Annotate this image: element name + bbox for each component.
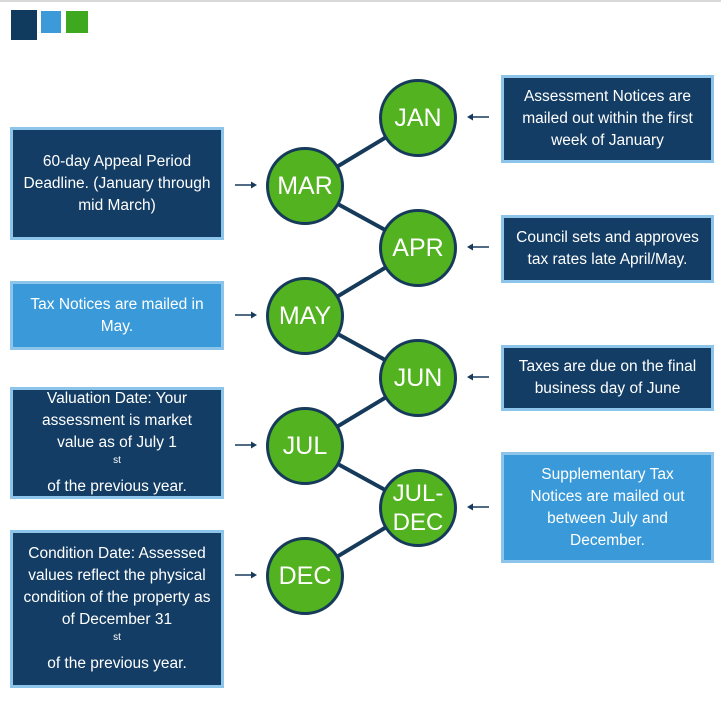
top-border — [0, 0, 721, 2]
month-circle-jul-dec: JUL-DEC — [379, 469, 457, 547]
arrow-left-icon — [467, 113, 489, 121]
arrow-right-icon — [235, 441, 257, 449]
month-circle-may: MAY — [266, 277, 344, 355]
arrow-right-icon — [235, 571, 257, 579]
arrow-right-icon — [235, 181, 257, 189]
note-dec: Condition Date: Assessed values reflect … — [10, 530, 224, 688]
note-may: Tax Notices are mailed in May. — [10, 281, 224, 350]
month-circle-dec: DEC — [266, 537, 344, 615]
arrow-left-icon — [467, 243, 489, 251]
header-square-blue — [41, 11, 61, 33]
arrow-left-icon — [467, 503, 489, 511]
note-jun: Taxes are due on the final business day … — [501, 345, 714, 411]
note-jan: Assessment Notices are mailed out within… — [501, 75, 714, 163]
month-circle-jan: JAN — [379, 79, 457, 157]
header-square-dark — [11, 10, 37, 40]
month-circle-apr: APR — [379, 209, 457, 287]
month-circle-jul: JUL — [266, 407, 344, 485]
note-mar: 60-day Appeal Period Deadline. (January … — [10, 127, 224, 240]
month-circle-jun: JUN — [379, 339, 457, 417]
note-apr: Council sets and approves tax rates late… — [501, 215, 714, 283]
arrow-left-icon — [467, 373, 489, 381]
header-square-green — [66, 11, 88, 33]
month-circle-mar: MAR — [266, 147, 344, 225]
arrow-right-icon — [235, 311, 257, 319]
note-jul-dec: Supplementary Tax Notices are mailed out… — [501, 452, 714, 563]
note-jul: Valuation Date: Your assessment is marke… — [10, 387, 224, 499]
